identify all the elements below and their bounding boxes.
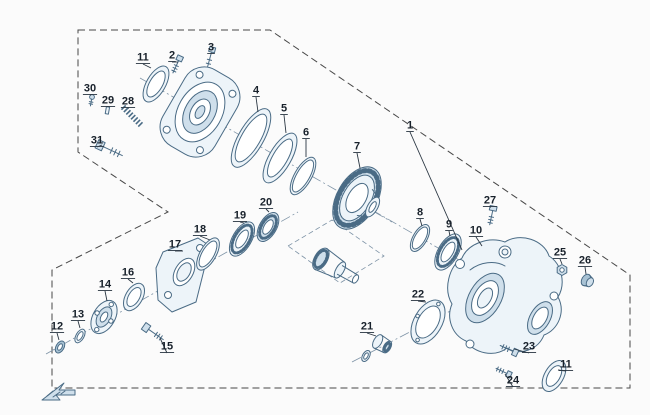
part-callout-3: 3 (208, 42, 214, 54)
callout-leader-12 (56, 332, 60, 341)
callout-leader-13 (77, 320, 81, 329)
spring-28 (120, 104, 144, 128)
screw-30 (88, 94, 95, 107)
callout-leader-24 (504, 373, 514, 388)
oil-seal-11-left (142, 65, 170, 103)
part-callout-13: 13 (72, 309, 84, 321)
part-callout-23: 23 (523, 341, 535, 353)
callout-leader-15 (159, 337, 168, 354)
callout-leader-19 (239, 221, 245, 224)
part-callout-22: 22 (412, 289, 424, 301)
ring-18 (196, 237, 220, 271)
bolt-31 (94, 139, 123, 158)
part-callout-21: 21 (361, 321, 373, 333)
roller-bushing-21 (361, 334, 393, 362)
callout-leader-7 (356, 152, 361, 169)
gear-cover (159, 66, 241, 158)
part-callout-10: 10 (470, 225, 482, 237)
callout-leader-16 (127, 278, 134, 284)
callout-leader-10 (475, 236, 483, 247)
hub-flange-14 (90, 299, 118, 335)
gasket-22 (410, 299, 446, 345)
part-callout-11: 11 (137, 52, 149, 64)
callout-leader-25 (559, 258, 563, 265)
o-ring-8 (409, 224, 431, 252)
part-callout-8: 8 (417, 207, 423, 219)
part-callout-5: 5 (281, 103, 287, 115)
part-callout-26: 26 (579, 255, 591, 267)
part-callout-11: 11 (560, 359, 572, 371)
part-callout-1: 1 (407, 120, 413, 132)
callout-leader-8 (419, 218, 423, 227)
part-callout-28: 28 (122, 96, 134, 108)
nut-12 (54, 340, 66, 354)
callout-leader-1 (409, 131, 463, 251)
part-callout-15: 15 (161, 341, 173, 353)
callout-leader-9 (448, 230, 451, 237)
o-ring-6 (289, 156, 317, 196)
part-callout-9: 9 (446, 219, 452, 231)
washer-21 (361, 350, 371, 362)
callout-leader-22 (417, 300, 427, 303)
callout-leader-11 (142, 63, 152, 69)
part-callout-31: 31 (91, 135, 103, 147)
crown-gear-7 (332, 166, 382, 230)
part-callout-7: 7 (354, 141, 360, 153)
pinion-alignment-box (287, 219, 385, 284)
part-callout-14: 14 (99, 279, 112, 291)
washer-13 (74, 328, 86, 344)
part-callout-12: 12 (51, 321, 63, 333)
part-callout-18: 18 (194, 224, 206, 236)
bolt-24 (495, 366, 513, 379)
screw-2 (171, 54, 184, 74)
callout-leader-4 (255, 96, 259, 113)
part-callout-27: 27 (484, 195, 496, 207)
part-callout-30: 30 (84, 83, 96, 95)
bearing-19 (228, 221, 256, 257)
callout-leader-14 (104, 290, 108, 302)
splined-collar-20 (256, 212, 280, 242)
part-callout-2: 2 (169, 50, 175, 62)
gasket-4 (230, 108, 272, 168)
part-callout-29: 29 (102, 95, 114, 107)
shim-5 (262, 132, 298, 184)
pinion-gear-shaft (312, 247, 360, 284)
gear-housing-10 (447, 237, 563, 354)
part-callout-4: 4 (253, 85, 260, 97)
oil-seal-11-right (541, 360, 567, 392)
part-callout-6: 6 (303, 127, 309, 139)
part-callout-25: 25 (554, 247, 566, 259)
bolt-15 (140, 322, 164, 341)
callout-leader-21 (366, 332, 377, 337)
part-callout-19: 19 (234, 210, 246, 222)
part-callout-24: 24 (507, 375, 520, 387)
pin-29 (104, 106, 111, 115)
bolt-27 (487, 204, 498, 226)
oil-seal-16 (122, 282, 146, 312)
callout-leader-20 (265, 208, 270, 213)
part-callout-16: 16 (122, 267, 134, 279)
callout-leader-5 (283, 114, 287, 134)
direction-arrow (41, 382, 76, 401)
bearing-9 (434, 233, 462, 271)
callout-leader-26 (584, 266, 587, 275)
part-callout-20: 20 (260, 197, 272, 209)
nut-25 (556, 264, 568, 276)
cap-nut-26 (580, 273, 595, 288)
callout-leader-18 (199, 235, 211, 241)
part-callout-17: 17 (169, 239, 181, 251)
